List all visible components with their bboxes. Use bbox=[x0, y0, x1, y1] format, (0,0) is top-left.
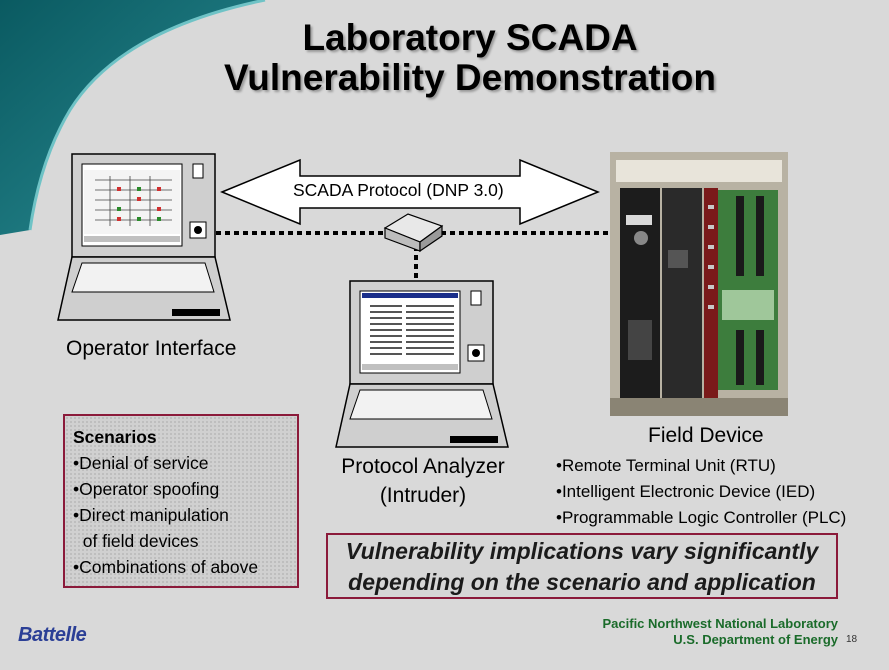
title-line-1: Laboratory SCADA bbox=[302, 17, 638, 58]
scenario-item: •Operator spoofing bbox=[73, 479, 220, 499]
scenarios-heading: Scenarios bbox=[73, 427, 157, 447]
scenario-item: of field devices bbox=[73, 531, 199, 551]
field-device-item: •Intelligent Electronic Device (IED) bbox=[556, 482, 816, 501]
corner-swoosh bbox=[0, 0, 266, 235]
operator-laptop-icon bbox=[57, 153, 231, 321]
battelle-logo: Battelle bbox=[18, 624, 87, 646]
analyzer-laptop-icon bbox=[335, 280, 509, 448]
pnnl-line-2: U.S. Department of Energy bbox=[673, 632, 838, 647]
scenarios-box: Scenarios •Denial of service •Operator s… bbox=[63, 414, 299, 588]
implications-callout: Vulnerability implications vary signific… bbox=[326, 533, 838, 599]
network-tap-icon bbox=[383, 213, 444, 253]
protocol-analyzer-label: Protocol Analyzer (Intruder) bbox=[318, 452, 528, 510]
pnnl-credit: Pacific Northwest National Laboratory U.… bbox=[560, 616, 839, 648]
page-number: 18 bbox=[846, 634, 858, 645]
implications-line-1: Vulnerability implications vary signific… bbox=[345, 538, 819, 564]
analyzer-label-line-2: (Intruder) bbox=[379, 484, 467, 507]
field-device-item: •Programmable Logic Controller (PLC) bbox=[556, 508, 847, 527]
field-device-label: Field Device bbox=[648, 424, 764, 447]
protocol-label: SCADA Protocol (DNP 3.0) bbox=[293, 180, 504, 200]
implications-line-2: depending on the scenario and applicatio… bbox=[348, 569, 816, 595]
protocol-arrow bbox=[220, 158, 600, 226]
page-title: Laboratory SCADA Vulnerability Demonstra… bbox=[130, 18, 810, 98]
operator-interface-label: Operator Interface bbox=[66, 337, 237, 360]
field-device-photo bbox=[610, 152, 788, 416]
scenario-item: •Direct manipulation bbox=[73, 505, 229, 525]
field-device-item: •Remote Terminal Unit (RTU) bbox=[556, 456, 776, 475]
analyzer-label-line-1: Protocol Analyzer bbox=[341, 455, 505, 478]
field-device-list: •Remote Terminal Unit (RTU) •Intelligent… bbox=[556, 453, 846, 531]
scenario-item: •Combinations of above bbox=[73, 557, 259, 577]
title-line-2: Vulnerability Demonstration bbox=[223, 57, 717, 98]
scenario-item: •Denial of service bbox=[73, 453, 209, 473]
pnnl-line-1: Pacific Northwest National Laboratory bbox=[602, 616, 839, 631]
